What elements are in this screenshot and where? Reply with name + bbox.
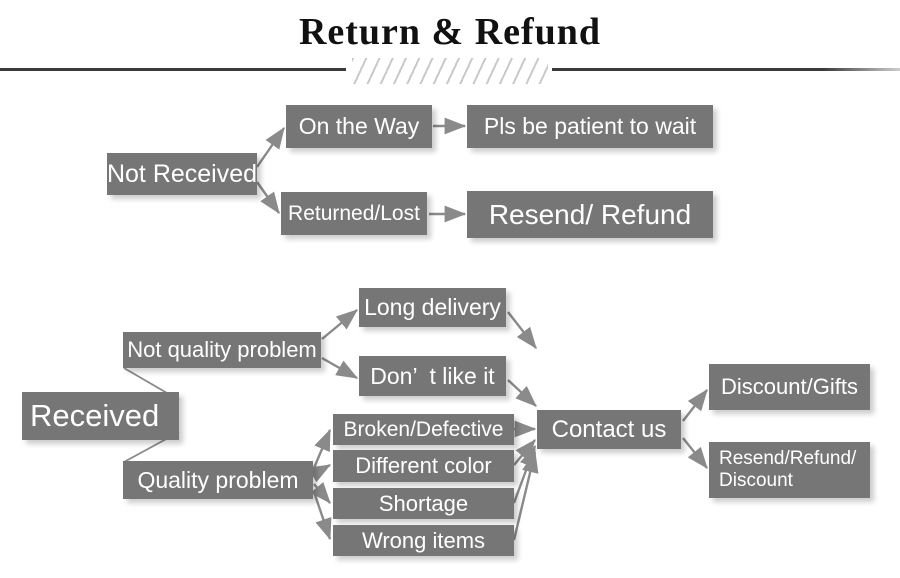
- node-label: Long delivery: [364, 294, 501, 320]
- node-resend-refund-discount[interactable]: Resend/Refund/ Discount: [709, 442, 870, 498]
- node-received[interactable]: Received: [22, 392, 179, 440]
- node-not-received[interactable]: Not Received: [107, 153, 257, 195]
- node-shortage[interactable]: Shortage: [333, 488, 514, 519]
- node-label: Pls be patient to wait: [483, 113, 697, 139]
- node-not-quality-problem[interactable]: Not quality problem: [123, 332, 321, 368]
- node-different-color[interactable]: Different color: [333, 450, 514, 482]
- node-label: Don’ t like it: [370, 362, 495, 389]
- node-label: Shortage: [378, 490, 469, 516]
- node-label: Received: [30, 398, 160, 433]
- node-label: On the Way: [298, 113, 420, 139]
- node-label-line-2: Discount: [719, 470, 793, 491]
- node-pls-be-patient-to-wait[interactable]: Pls be patient to wait: [467, 105, 713, 148]
- node-label: Resend/ Refund: [488, 198, 692, 230]
- node-discount-gifts[interactable]: Discount/Gifts: [709, 364, 870, 410]
- node-dont-like-it[interactable]: Don’ t like it: [359, 356, 506, 396]
- node-label: Wrong items: [361, 527, 486, 553]
- divider-rule-left: [0, 68, 346, 71]
- page-title: Return & Refund: [298, 11, 602, 53]
- node-label: Different color: [355, 453, 492, 478]
- node-quality-problem[interactable]: Quality problem: [123, 461, 313, 499]
- node-long-delivery[interactable]: Long delivery: [359, 288, 506, 327]
- node-label: Returned/Lost: [288, 201, 420, 225]
- node-broken-defective[interactable]: Broken/Defective: [333, 414, 514, 445]
- title-divider: [0, 58, 900, 84]
- hatched-divider-icon: [352, 58, 548, 84]
- node-returned-lost[interactable]: Returned/Lost: [281, 192, 427, 235]
- node-label: Contact us: [551, 415, 667, 443]
- node-label: Quality problem: [137, 466, 299, 493]
- node-resend-refund[interactable]: Resend/ Refund: [467, 191, 713, 238]
- node-label: Not Received: [106, 159, 258, 188]
- node-label: Not quality problem: [127, 337, 317, 362]
- divider-rule-right: [552, 68, 900, 71]
- node-on-the-way[interactable]: On the Way: [286, 105, 432, 148]
- node-contact-us[interactable]: Contact us: [537, 410, 681, 449]
- node-label: Broken/Defective: [343, 417, 504, 441]
- node-label: Discount/Gifts: [721, 374, 858, 399]
- node-label-line-1: Resend/Refund/: [719, 448, 857, 469]
- node-wrong-items[interactable]: Wrong items: [333, 525, 514, 556]
